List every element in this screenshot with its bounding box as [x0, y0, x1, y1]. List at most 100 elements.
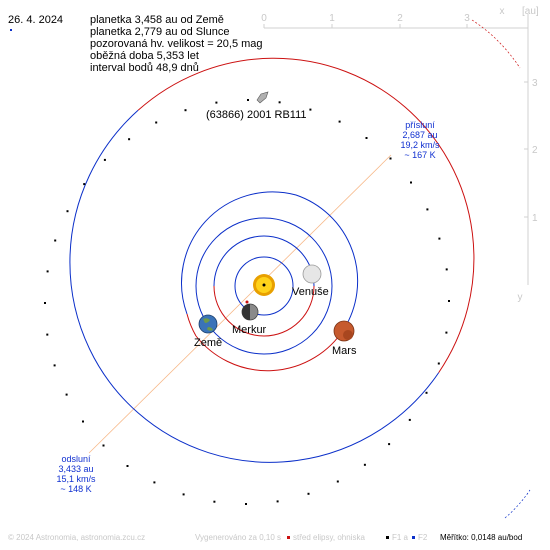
y-tick-label: 3: [532, 78, 538, 89]
orbit-point: [388, 443, 391, 446]
aphelion-distance: 3,433 au: [58, 464, 94, 474]
orbit-point: [336, 480, 339, 483]
info-line: interval bodů 48,9 dnů: [90, 62, 199, 74]
orbit-point: [83, 183, 86, 186]
orbit-point: [247, 99, 249, 101]
mars: [333, 320, 355, 342]
apsis-line: [88, 154, 392, 454]
perihelion-temperature: ~ 167 K: [404, 150, 436, 160]
orbit-point: [128, 138, 131, 141]
planet-orbits: [181, 191, 359, 372]
date-label: 26. 4. 2024: [8, 14, 64, 26]
info-line: planetka 2,779 au od Slunce: [90, 26, 230, 38]
orbit-point: [448, 300, 450, 302]
aphelion-temperature: ~ 148 K: [60, 484, 92, 494]
orbit-point: [338, 120, 341, 123]
mercury-label: Merkur: [232, 324, 267, 336]
earth-orbit: [195, 217, 333, 355]
orbit-point: [153, 481, 156, 484]
orbit-point: [365, 137, 368, 139]
earth: [198, 314, 218, 334]
orbit-point: [445, 268, 448, 271]
sun: [245, 274, 275, 304]
mars-orbit-above: [181, 191, 359, 330]
venus-orbit-below: [213, 285, 315, 337]
orbit-point: [46, 270, 49, 273]
mercury: [241, 303, 259, 321]
aphelion-speed: 15,1 km/s: [56, 474, 96, 484]
perihelion-speed: 19,2 km/s: [400, 140, 440, 150]
orbit-point: [408, 418, 411, 421]
mars-orbit-below: [195, 328, 345, 372]
orbit-point: [245, 503, 247, 505]
info-line: pozorovaná hv. velikost = 20,5 mag: [90, 38, 263, 50]
legend-f1-marker: [386, 536, 389, 539]
orbit-point: [425, 391, 428, 394]
venus-orbit-above: [213, 235, 315, 287]
x-axis-label: x: [500, 6, 505, 17]
orbit-point: [410, 181, 412, 184]
venus-label: Venuše: [292, 286, 329, 298]
mars-orbit-gap: [186, 313, 197, 337]
orbit-point: [307, 492, 310, 495]
earth-disc: [198, 314, 218, 334]
orbit-point: [82, 420, 84, 423]
legend-center-marker: [287, 536, 290, 539]
corner-arc-top: [471, 19, 521, 69]
x-axis-ticks: [263, 24, 468, 28]
info-line: oběžná doba 5,353 let: [90, 50, 199, 62]
orbit-point: [54, 239, 57, 242]
sun-center-mark: [262, 283, 266, 287]
y-axis-ticks: [524, 81, 528, 218]
orbit-point: [102, 444, 105, 447]
venus-disc: [302, 264, 322, 284]
x-tick-label: 0: [261, 13, 267, 24]
orbit-point: [309, 108, 312, 111]
y-axis-label: y: [518, 292, 523, 303]
mercury-shadow: [242, 304, 250, 320]
y-tick-label: 1: [532, 213, 538, 224]
scale-text: Měřítko: 0,0148 au/bod: [440, 533, 523, 542]
copyright-text: © 2024 Astronomia, astronomia.zcu.cz: [8, 533, 146, 542]
orbit-point: [126, 465, 129, 467]
x-tick-label: 3: [464, 13, 470, 24]
aphelion-title: odsluní: [61, 454, 91, 464]
orbit-point: [184, 109, 187, 112]
orbit-point: [437, 362, 440, 365]
orbit-point: [278, 101, 281, 104]
info-line: planetka 3,458 au od Země: [90, 14, 224, 26]
legend-f2-marker: [412, 536, 415, 539]
asteroid-orbit-above: [137, 57, 475, 373]
aphelion-info: odsluní 3,433 au 15,1 km/s ~ 148 K: [46, 454, 106, 494]
orbit-point: [389, 157, 392, 160]
venus: [302, 264, 322, 284]
orbit-point: [215, 101, 218, 104]
mercury-orbit: [234, 256, 294, 316]
x-tick-label: 2: [397, 13, 403, 24]
orbit-point: [65, 393, 68, 396]
mars-shade: [343, 330, 353, 340]
legend-f2-text: F2: [418, 533, 428, 542]
asteroid-orbit: [44, 57, 475, 505]
asteroid-marker: [256, 91, 269, 104]
axis-unit: [au]: [522, 6, 539, 17]
orbit-point: [155, 121, 158, 124]
perihelion-info: přísluní 2,687 au 19,2 km/s ~ 167 K: [390, 120, 450, 160]
orbit-point: [276, 500, 279, 503]
orbit-point: [213, 500, 216, 503]
orbit-point: [103, 158, 106, 161]
asteroid-orbit-points: [44, 99, 450, 505]
x-tick-label: 1: [329, 13, 335, 24]
generated-text: Vygenerováno za 0,10 s: [195, 533, 281, 542]
orbit-point: [182, 493, 185, 496]
perihelion-distance: 2,687 au: [402, 130, 438, 140]
orbit-point: [426, 208, 429, 211]
orbit-point: [46, 333, 49, 336]
y-tick-label: 2: [532, 145, 538, 156]
axis-frame: 0 1 2 3 3 2 1 x y [au]: [261, 6, 539, 519]
orbit-point: [66, 210, 69, 213]
asteroid-orbit-below: [69, 109, 440, 463]
asteroid-name-label: (63866) 2001 RB111: [206, 109, 307, 121]
